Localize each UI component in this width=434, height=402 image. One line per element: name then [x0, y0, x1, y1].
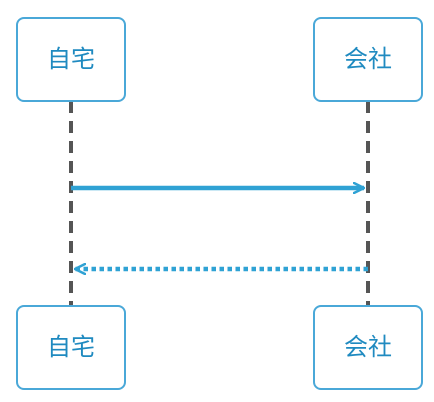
participant-box-office-bottom: 会社	[313, 305, 423, 390]
participant-box-home-top: 自宅	[16, 17, 126, 102]
participant-box-home-bottom: 自宅	[16, 305, 126, 390]
participant-box-office-top: 会社	[313, 17, 423, 102]
participant-label-home-bottom: 自宅	[47, 333, 95, 361]
participant-label-home-top: 自宅	[47, 45, 95, 73]
participant-label-office-top: 会社	[344, 45, 392, 73]
participant-label-office-bottom: 会社	[344, 333, 392, 361]
